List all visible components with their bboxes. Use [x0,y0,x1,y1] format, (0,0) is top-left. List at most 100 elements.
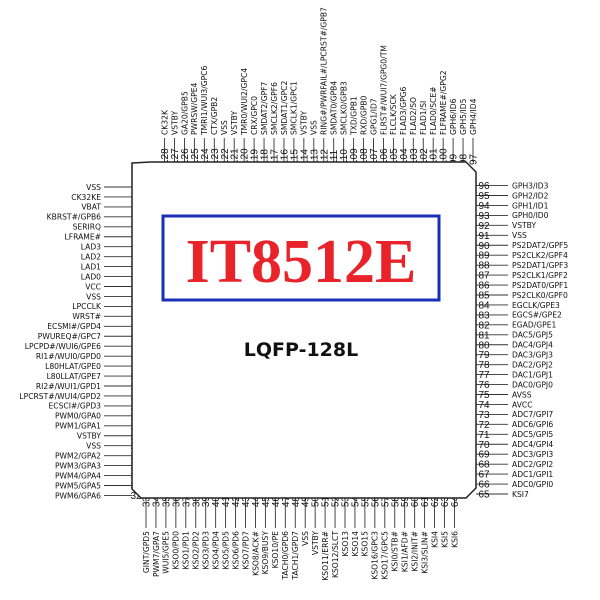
pin-label-left: VSS [86,183,101,192]
pin-label-bottom: VSS [301,531,310,546]
pin-number-bottom: 37 [181,496,192,508]
pin-label-top: TMR0/WUI2/GPC4 [240,68,249,136]
pin-number-top: 107 [369,148,380,165]
pin-label-bottom: KSO17/GPC5 [381,531,390,580]
pin-label-left: RI2#/WUI1/GPD1 [36,382,101,391]
pin-label-left: WRST# [72,312,101,321]
pin-label-bottom: KSO13 [341,531,350,557]
pin-label-bottom: KSO4/PD4 [211,531,220,570]
pin-label-top: FLAD1/SI [419,101,428,135]
pin-label-right: DAC0/GPJ0 [512,380,553,389]
pin-label-right: ADC0/GPI0 [512,480,553,489]
pin-label-bottom: KSO5/PD5 [221,531,230,570]
pin-number-top: 128 [160,148,171,165]
pin-number-top: 98 [459,153,470,165]
pin-number-bottom: 35 [161,496,172,508]
pin-label-bottom: KSO6/PD6 [231,531,240,570]
pin-label-top: SMCLK1/GPC1 [290,81,299,135]
pin-number-top: 116 [279,149,290,165]
pin-label-right: ADC3/GPI3 [512,450,553,459]
pin-number-top: 115 [289,149,300,165]
pin-label-top: TMRI1/WUI3/GPC6 [200,65,209,136]
pin-label-bottom: KSO15 [361,531,370,557]
pin-number-top: 118 [260,149,271,165]
pin-number-top: 119 [250,149,261,165]
pin-label-right: EGCS#/GPE2 [512,311,562,320]
pin-number-top: 117 [270,149,281,165]
pin-label-bottom: KSO16/GPC3 [371,531,380,580]
pin-number-top: 120 [240,148,251,165]
pin-number-right: 66 [478,480,490,491]
pin-label-top: SMCLK2/GPF6 [270,82,279,135]
pin-label-left: PWUREQ#/GPC7 [38,332,101,341]
pin-number-right: 91 [478,231,490,242]
pin-number-right: 83 [478,310,490,321]
pin-label-left: ECSCI#/GPD3 [48,402,101,411]
chip-title: IT8512E [186,228,417,296]
pin-label-top: VSTBY [230,111,239,135]
pin-label-right: EGCLK/GPE3 [512,301,560,310]
pin-number-top: 99 [449,153,460,165]
pin-label-left: PWM2/GPA2 [55,451,101,460]
pin-label-top: FLFRAME#/GPG2 [439,70,448,135]
pin-label-top: GPH5/ID5 [459,98,468,135]
pin-number-bottom: 40 [211,496,222,508]
pin-label-top: GPH6/ID6 [449,98,458,135]
pin-label-top: VSTBY [170,111,179,135]
pin-number-bottom: 59 [400,496,411,508]
pin-label-left: PWM1/GPA1 [55,422,101,431]
pin-label-top: SMCLK0/GPB3 [339,81,348,135]
pin-number-bottom: 34 [151,496,162,508]
pin-number-bottom: 61 [420,496,431,508]
pin-number-bottom: 38 [191,496,202,508]
pin-number-bottom: 42 [231,496,242,508]
pin-label-left: ECSMI#/GPD4 [47,322,101,331]
pin-label-top: VSS [220,120,229,135]
pin-number-bottom: 63 [440,496,451,508]
pin-label-left: VCC [85,282,101,291]
pin-label-top: FLAD0/SCE# [429,87,438,136]
pin-number-right: 94 [478,201,490,212]
pin-label-top: VSS [310,120,319,135]
title-box [161,214,441,302]
pin-label-right: PS2DAT2/GPF5 [512,241,568,250]
pin-number-bottom: 47 [281,496,292,508]
pin-number-right: 86 [478,281,490,292]
pin-number-top: 112 [319,149,330,165]
pin-label-bottom: KSO11/ERR# [321,531,330,581]
pin-number-bottom: 57 [380,496,391,508]
pin-number-bottom: 48 [291,496,302,508]
pin-label-right: PS2DAT1/GPF3 [512,261,568,270]
pin-label-top: RXD/GPB0 [359,95,368,135]
pin-label-left: L80LLAT/GPE7 [47,372,102,381]
pin-label-left: VSS [86,292,101,301]
pin-label-bottom: TACH1/GPD7 [291,531,300,581]
pin-label-top: FLAD2/SO [409,97,418,135]
pin-number-top: 126 [180,148,191,165]
pin-number-right: 85 [478,291,490,302]
pin-label-bottom: KSO2/PD2 [192,531,201,570]
pin-label-left: LFRAME# [65,233,101,242]
pin-number-right: 95 [478,191,490,202]
pin-label-bottom: KSI0/STB# [391,531,400,571]
pin-label-right: PS2CLK1/GPF2 [512,271,568,280]
pin-number-top: 122 [220,148,231,165]
pin-number-right: 92 [478,221,490,232]
pin-label-bottom: GINT/GPD5 [142,531,151,573]
pin-label-left: LAD3 [81,243,101,252]
pin-number-right: 87 [478,271,490,282]
pin-label-right: AVCC [512,400,533,409]
pin-label-right: VSTBY [512,221,536,230]
pin-label-right: PS2DAT0/GPF1 [512,281,568,290]
pin-label-right: ADC5/GPI5 [512,430,553,439]
pin-number-right: 72 [478,420,490,431]
pin-number-right: 89 [478,251,490,262]
package-label: LQFP-128L [244,339,358,361]
pin-number-right: 77 [478,370,490,381]
pin-label-bottom: WUI5/GPE5 [162,531,171,574]
pin-number-right: 74 [478,400,490,411]
pin-label-right: ADC2/GPI2 [512,460,553,469]
pin-label-right: GPH0/ID0 [512,211,549,220]
pin-number-top: 108 [359,148,370,165]
